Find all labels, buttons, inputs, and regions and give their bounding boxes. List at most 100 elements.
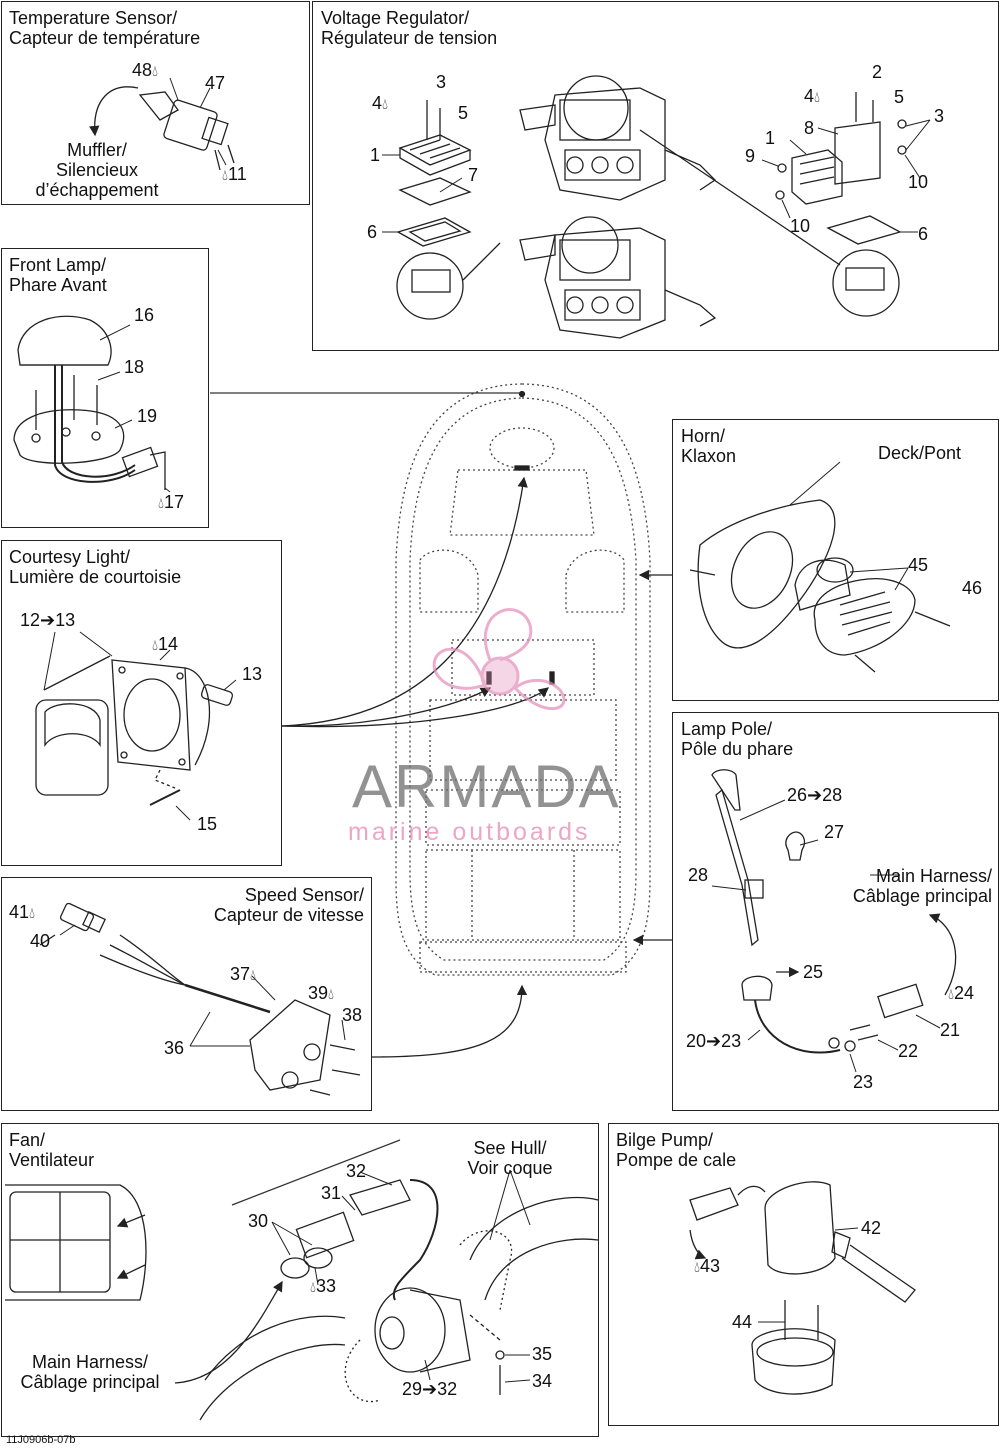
- part-number: 13: [242, 664, 263, 684]
- label-see-hull: See Hull/ Voir coque: [467, 1138, 553, 1178]
- part-number: 1: [765, 128, 776, 148]
- drop-icon: 💧︎: [152, 637, 159, 654]
- drop-icon: 💧︎: [310, 1279, 317, 1296]
- panel-front-lamp: [1, 248, 209, 528]
- watermark-brand: ARMADA: [352, 753, 621, 820]
- part-number: 6: [367, 222, 378, 242]
- part-number: 27: [824, 822, 845, 842]
- part-number: 37💧︎: [230, 964, 257, 984]
- panel-temperature-sensor: [1, 1, 310, 205]
- title-lamp-pole: Lamp Pole/ Pôle du phare: [681, 719, 794, 759]
- drop-icon: 💧︎: [158, 495, 165, 512]
- part-number: 3: [436, 72, 447, 92]
- title-front-lamp: Front Lamp/ Phare Avant: [9, 255, 107, 295]
- part-number: 19: [137, 406, 158, 426]
- part-number: 23: [853, 1072, 874, 1092]
- panel-courtesy-light: [1, 540, 282, 866]
- part-number: 10: [790, 216, 811, 236]
- part-number: 32: [346, 1161, 367, 1181]
- drop-icon: 💧︎: [222, 167, 229, 184]
- drop-icon: 💧︎: [29, 905, 36, 922]
- part-number: 💧︎14: [152, 634, 179, 654]
- part-number: 26➔28: [787, 785, 843, 805]
- part-number: 18: [124, 357, 145, 377]
- engine-lower: [519, 216, 717, 339]
- part-number: 5: [894, 87, 905, 107]
- part-number: 💧︎11: [222, 164, 247, 184]
- panel-lamp-pole: [672, 712, 999, 1111]
- part-number: 41💧︎: [9, 902, 36, 922]
- drop-icon: 💧︎: [694, 1259, 701, 1276]
- speed-sensor-drawing: [39, 902, 361, 1096]
- title-voltage-regulator: Voltage Regulator/ Régulateur de tension: [321, 8, 498, 48]
- part-number: 12➔13: [20, 610, 76, 630]
- part-number: 7: [468, 165, 479, 185]
- label-deck: Deck/Pont: [878, 443, 962, 463]
- watercraft-top-view: [395, 383, 651, 976]
- part-number: 31: [321, 1183, 342, 1203]
- part-number: 15: [197, 814, 218, 834]
- drop-icon: 💧︎: [382, 96, 389, 113]
- part-number: 40: [30, 931, 51, 951]
- part-number: 45: [908, 555, 929, 575]
- panel-bilge-pump: [608, 1123, 999, 1426]
- part-number: 💧︎24: [948, 983, 975, 1003]
- diagram-code: 11J0906b-07b: [6, 1434, 76, 1446]
- drop-icon: 💧︎: [328, 986, 335, 1003]
- drop-icon: 💧︎: [250, 967, 257, 984]
- part-number: 46: [962, 578, 983, 598]
- part-number: 28: [688, 865, 709, 885]
- courtesy-light-drawing: [35, 655, 234, 806]
- part-number: 8: [804, 118, 815, 138]
- part-number: 38: [342, 1005, 363, 1025]
- drop-icon: 💧︎: [948, 986, 955, 1003]
- horn-drawing: [689, 499, 951, 673]
- part-number: 4💧︎: [372, 93, 389, 113]
- label-main-harness-fan: Main Harness/ Câblage principal: [20, 1352, 160, 1392]
- title-temperature-sensor: Temperature Sensor/ Capteur de températu…: [9, 8, 201, 48]
- part-number: 22: [898, 1041, 919, 1061]
- part-number: 9: [745, 146, 756, 166]
- part-number: 21: [940, 1020, 961, 1040]
- part-number: 10: [908, 172, 929, 192]
- watermark-tagline: marine outboards: [348, 818, 591, 846]
- part-number: 16: [134, 305, 155, 325]
- label-main-harness-lamp: Main Harness/ Câblage principal: [852, 866, 992, 906]
- part-number: 3: [934, 106, 945, 126]
- title-horn: Horn/ Klaxon: [681, 426, 737, 466]
- panel-fan: [1, 1123, 599, 1437]
- part-number: 34: [532, 1371, 553, 1391]
- part-number: 44: [732, 1312, 753, 1332]
- part-number: 30: [248, 1211, 269, 1231]
- part-number: 1: [370, 145, 381, 165]
- bilge-pump-drawing: [689, 1181, 916, 1395]
- part-number: 29➔32: [402, 1379, 458, 1399]
- part-number: 5: [458, 103, 469, 123]
- part-number: 39💧︎: [308, 983, 335, 1003]
- part-number: 20➔23: [686, 1031, 742, 1051]
- title-courtesy-light: Courtesy Light/ Lumière de courtoisie: [9, 547, 182, 587]
- front-lamp-drawing: [13, 315, 166, 490]
- fan-drawing: [5, 1139, 599, 1421]
- drop-icon: 💧︎: [152, 63, 159, 80]
- part-number: 35: [532, 1344, 553, 1364]
- drop-icon: 💧︎: [814, 89, 821, 106]
- panel-voltage-regulator: [312, 1, 999, 351]
- part-number: 2: [872, 62, 883, 82]
- voltage-regulator-right: [775, 92, 907, 317]
- part-number: 6: [918, 224, 929, 244]
- armada-logo-icon: [432, 608, 566, 711]
- panel-speed-sensor: [1, 877, 372, 1111]
- part-number: 36: [164, 1038, 185, 1058]
- label-muffler: Muffler/ Silencieux d’échappement: [35, 140, 159, 200]
- part-number: 💧︎17: [158, 492, 185, 512]
- title-bilge-pump: Bilge Pump/ Pompe de cale: [616, 1130, 737, 1170]
- part-number: 💧︎33: [310, 1276, 337, 1296]
- lamp-pole-drawing: [711, 769, 957, 1054]
- engine-upper: [519, 75, 717, 201]
- part-number: 42: [861, 1218, 882, 1238]
- part-number: 47: [205, 73, 226, 93]
- temperature-sensor-drawing: [138, 91, 235, 171]
- title-fan: Fan/ Ventilateur: [9, 1130, 95, 1170]
